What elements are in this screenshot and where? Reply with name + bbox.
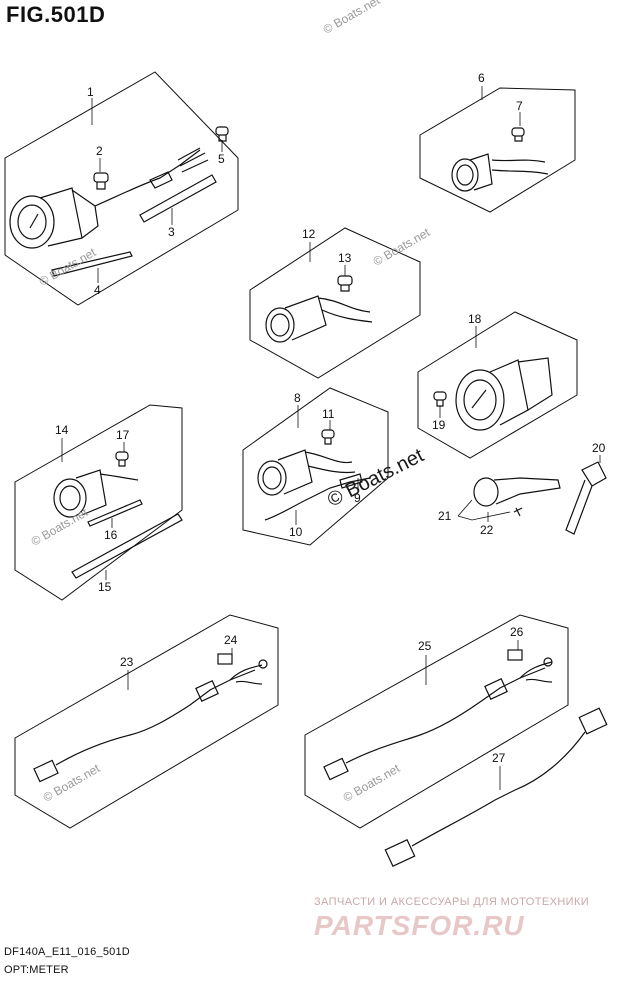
bracket-20 (565, 461, 607, 535)
callout-5: 5 (218, 152, 225, 166)
group-box-25 (304, 614, 569, 829)
meter-gauge-18 (455, 357, 553, 431)
callout-15: 15 (98, 580, 112, 594)
callout-4: 4 (94, 283, 101, 297)
callout-11: 11 (322, 407, 335, 421)
group-box-8 (242, 387, 389, 546)
meter-gauge-1 (9, 187, 99, 249)
bulb-11 (321, 429, 335, 445)
model-code: DF140A_E11_016_501D (4, 946, 130, 958)
callout-26: 26 (510, 625, 524, 639)
meter-gauge-6 (451, 153, 549, 192)
callout-3: 3 (168, 225, 175, 239)
group-box-14 (14, 404, 183, 601)
callout-10: 10 (289, 525, 303, 539)
connector-26 (507, 649, 523, 661)
callout-7: 7 (516, 99, 523, 113)
wire-1 (94, 149, 201, 207)
tube-15 (71, 513, 183, 579)
callout-19: 19 (432, 418, 446, 432)
meter-gauge-8 (257, 449, 356, 496)
callout-6: 6 (478, 71, 485, 85)
group-box-18 (417, 311, 578, 459)
callout-13: 13 (338, 251, 352, 265)
callout-labels: 1 2 3 4 5 6 7 8 9 10 11 12 13 14 15 16 1… (55, 71, 606, 765)
callout-14: 14 (55, 423, 69, 437)
group-box-1 (4, 71, 239, 306)
bulb-19 (433, 391, 447, 407)
callout-25: 25 (418, 639, 432, 653)
callout-24: 24 (224, 633, 238, 647)
callout-27: 27 (492, 751, 506, 765)
bulb-17 (115, 451, 129, 467)
extension-cable-27 (384, 707, 608, 868)
harness-23 (33, 659, 268, 783)
group-box-23 (14, 614, 279, 829)
bulb-7 (511, 127, 525, 142)
callout-12: 12 (302, 227, 316, 241)
callout-1: 1 (87, 85, 94, 99)
callout-17: 17 (116, 428, 130, 442)
bulb-5 (215, 126, 229, 142)
bulb-2 (93, 172, 109, 190)
bulb-13 (337, 275, 353, 292)
callout-20: 20 (592, 441, 606, 455)
section-name: OPT:METER (4, 964, 69, 976)
connector-24 (217, 653, 233, 665)
harness-10 (264, 477, 371, 521)
cable-tie-4 (51, 251, 133, 277)
figure-title: FIG.501D (6, 2, 106, 27)
callout-22: 22 (480, 523, 494, 537)
meter-gauge-12 (265, 295, 373, 343)
holder-21 (473, 477, 561, 507)
callout-21: 21 (438, 509, 452, 523)
cable-tie-16 (87, 499, 143, 527)
callout-9: 9 (354, 491, 361, 505)
callout-8: 8 (294, 391, 301, 405)
callout-2: 2 (96, 144, 103, 158)
tube-3 (139, 174, 217, 223)
group-box-6 (419, 87, 576, 213)
promo-tagline: ЗАПЧАСТИ И АКСЕССУАРЫ ДЛЯ МОТОТЕХНИКИ (314, 896, 590, 908)
meter-gauge-14 (53, 469, 139, 518)
promo-logo: PARTSFOR.RU (314, 910, 525, 941)
harness-25 (323, 657, 553, 781)
callout-18: 18 (468, 312, 482, 326)
screw-22 (513, 507, 523, 517)
group-box-12 (249, 227, 421, 379)
connector-9 (339, 473, 363, 489)
callout-23: 23 (120, 655, 134, 669)
callout-16: 16 (104, 528, 118, 542)
